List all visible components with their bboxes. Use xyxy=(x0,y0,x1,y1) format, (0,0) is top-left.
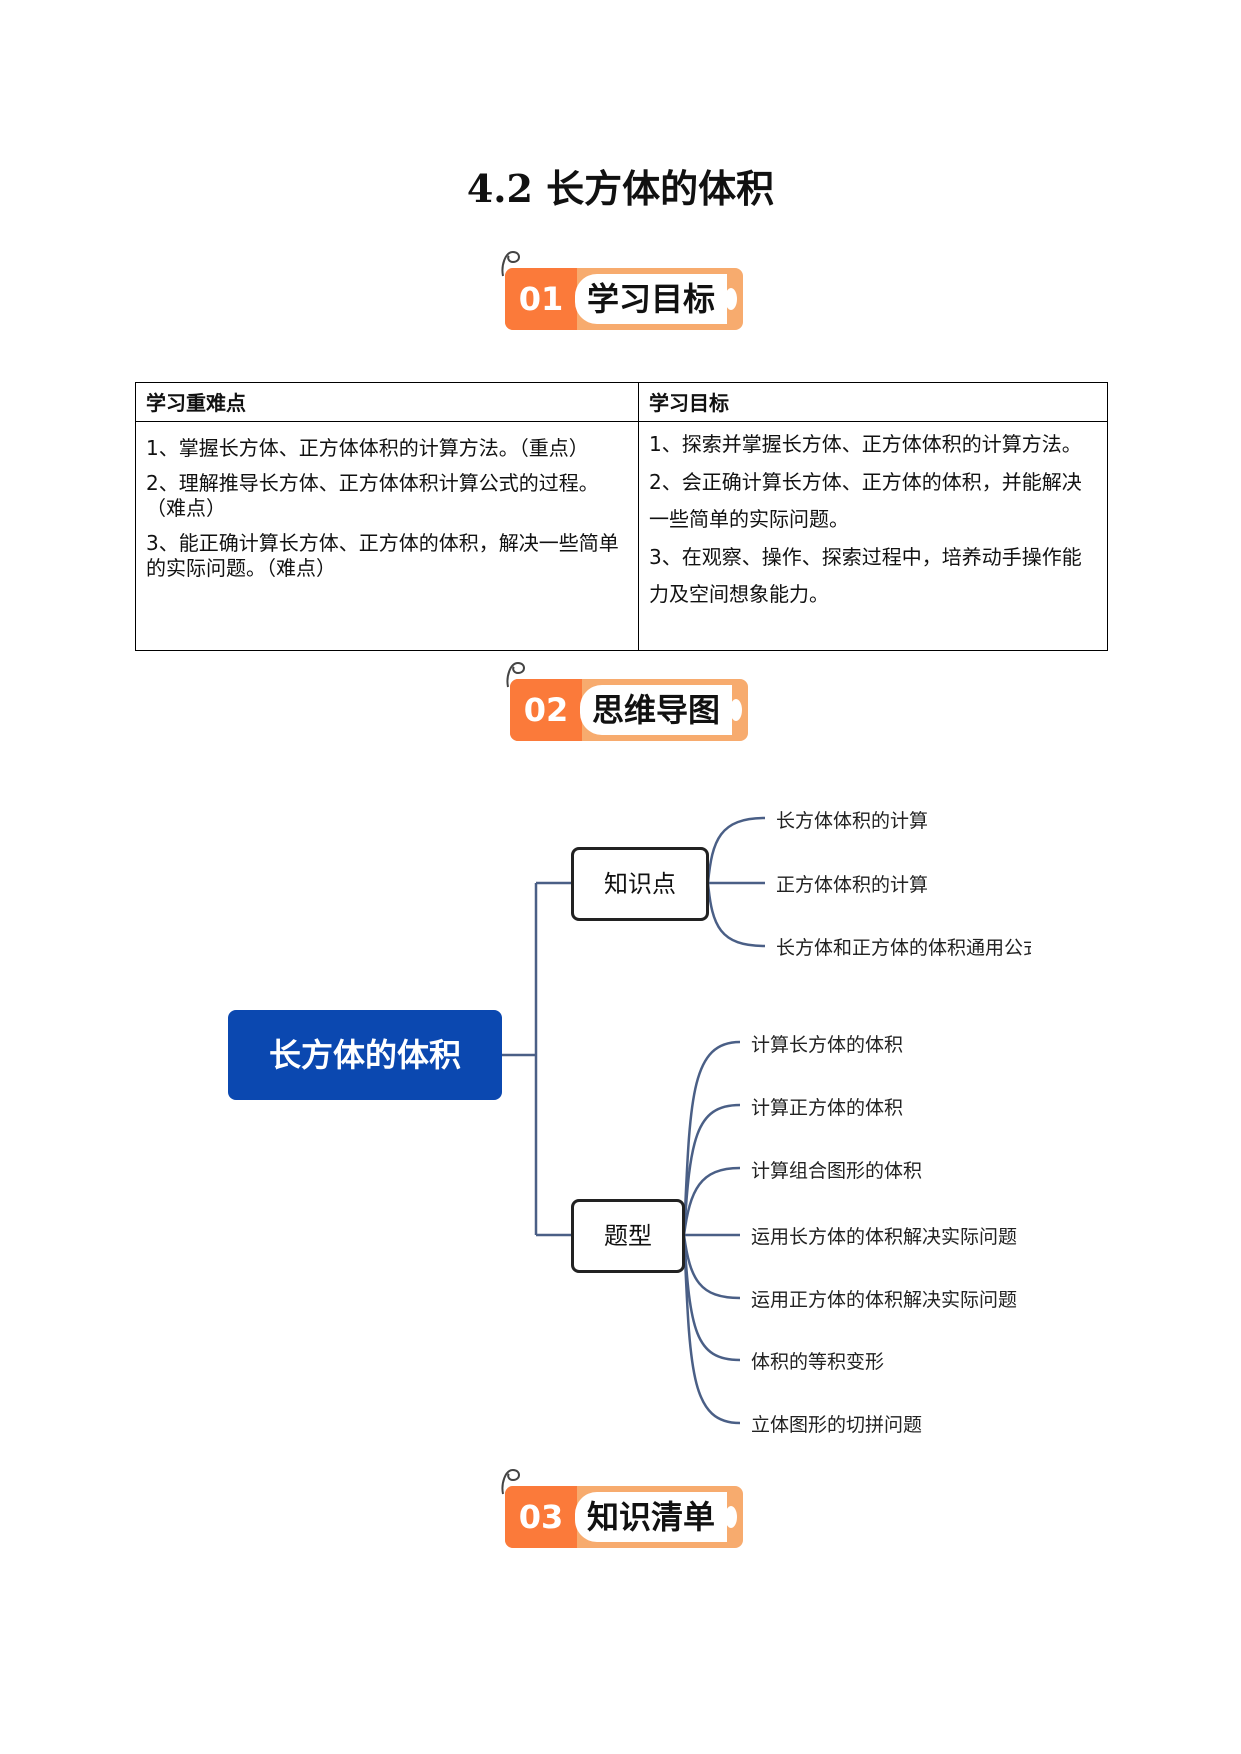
difficulty-item: 2、理解推导长方体、正方体体积计算公式的过程。（难点） xyxy=(146,471,599,520)
badge-body: 01 学习目标 xyxy=(505,268,743,330)
section-badge-goals: 01 学习目标 xyxy=(497,248,747,340)
tag-icon xyxy=(501,1468,520,1495)
connector-knowledge-1 xyxy=(706,816,766,884)
mindmap-types-node: 题型 xyxy=(571,1199,685,1273)
badge-label: 思维导图 xyxy=(580,685,732,735)
document-title: 4.2 长方体的体积 xyxy=(466,166,775,211)
goal-item: 1、探索并掌握长方体、正方体体积的计算方法。 xyxy=(649,432,1082,456)
mindmap-knowledge-node: 知识点 xyxy=(571,847,709,921)
mindmap-leaf: 长方体和正方体的体积通用公式 xyxy=(776,937,1031,959)
mindmap-leaf: 计算组合图形的体积 xyxy=(751,1160,923,1182)
mindmap-leaf: 体积的等积变形 xyxy=(751,1351,885,1373)
mindmap-leaf: 正方体体积的计算 xyxy=(776,874,929,896)
section-badge-knowledge-list: 03 知识清单 xyxy=(497,1466,747,1558)
connector-types-7 xyxy=(682,1234,741,1425)
connector-types-1 xyxy=(682,1040,741,1236)
badge-body: 03 知识清单 xyxy=(505,1486,743,1548)
badge-number: 03 xyxy=(505,1486,577,1548)
mindmap-leaf: 长方体体积的计算 xyxy=(776,810,929,832)
goals-table: 学习重难点 学习目标 1、掌握长方体、正方体体积的计算方法。（重点） 2、理解推… xyxy=(135,382,1108,651)
goals-cell: 1、探索并掌握长方体、正方体体积的计算方法。 2、会正确计算长方体、正方体的体积… xyxy=(638,421,1108,651)
mindmap-leaf: 立体图形的切拼问题 xyxy=(751,1414,923,1436)
connector-types-5 xyxy=(682,1234,741,1300)
goal-item: 2、会正确计算长方体、正方体的体积，并能解决一些简单的实际问题。 xyxy=(649,469,1082,532)
badge-notch xyxy=(725,1506,737,1528)
mindmap-leaf: 运用长方体的体积解决实际问题 xyxy=(751,1226,1018,1248)
mindmap-leaf: 计算长方体的体积 xyxy=(751,1034,904,1056)
goal-item: 3、在观察、操作、探索过程中，培养动手操作能力及空间想象能力。 xyxy=(649,544,1082,607)
connector-types-2 xyxy=(682,1103,741,1236)
badge-body: 02 思维导图 xyxy=(510,679,748,741)
connector-knowledge-3 xyxy=(706,882,766,948)
difficulties-cell: 1、掌握长方体、正方体体积的计算方法。（重点） 2、理解推导长方体、正方体体积计… xyxy=(135,421,639,651)
section-badge-mindmap: 02 思维导图 xyxy=(502,659,752,751)
difficulty-item: 3、能正确计算长方体、正方体的体积，解决一些简单的实际问题。（难点） xyxy=(146,531,619,580)
tag-icon xyxy=(501,250,520,277)
difficulty-item: 1、掌握长方体、正方体体积的计算方法。（重点） xyxy=(146,436,589,460)
connector-types-3 xyxy=(682,1166,741,1236)
badge-label: 学习目标 xyxy=(575,274,727,324)
tag-icon xyxy=(506,661,525,688)
badge-label: 知识清单 xyxy=(575,1492,727,1542)
badge-number: 02 xyxy=(510,679,582,741)
badge-notch xyxy=(730,699,742,721)
badge-notch xyxy=(725,288,737,310)
mindmap-root-node: 长方体的体积 xyxy=(228,1010,502,1100)
badge-number: 01 xyxy=(505,268,577,330)
table-row: 1、掌握长方体、正方体体积的计算方法。（重点） 2、理解推导长方体、正方体体积计… xyxy=(135,421,1108,651)
mindmap-leaf: 计算正方体的体积 xyxy=(751,1097,904,1119)
mindmap-leaf: 运用正方体的体积解决实际问题 xyxy=(751,1289,1018,1311)
